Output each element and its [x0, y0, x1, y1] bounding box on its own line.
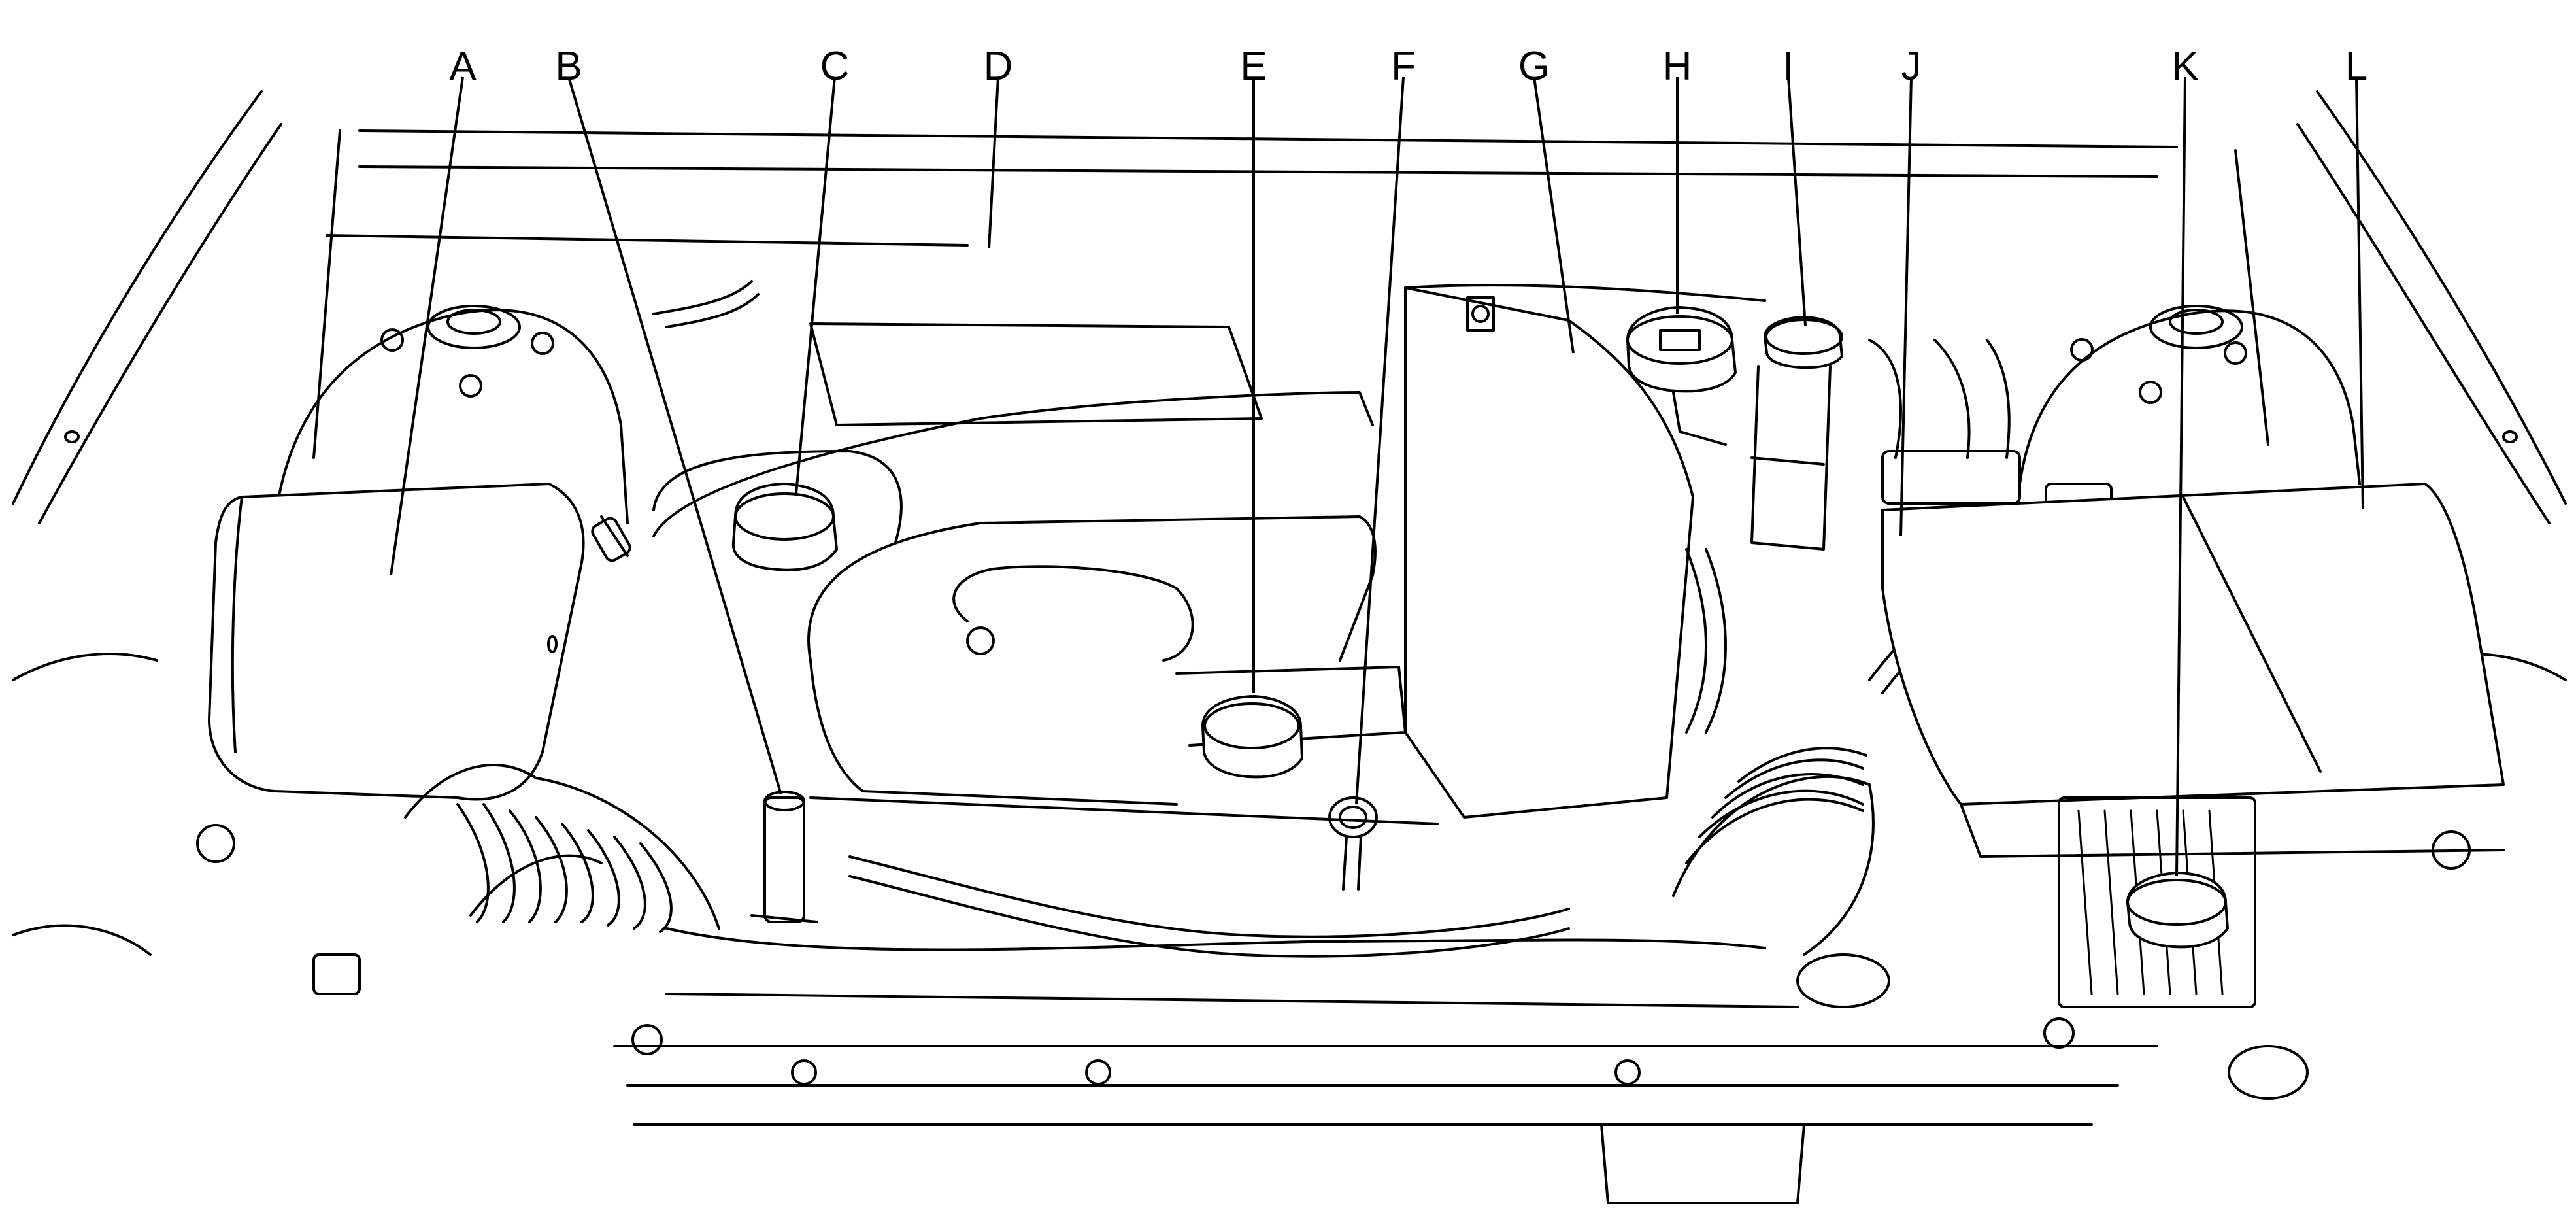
- callout-label-j: J: [1901, 44, 1922, 89]
- air-intake-duct-right: [1672, 747, 1875, 956]
- leader-line-f: [1355, 76, 1405, 805]
- leader-line-k: [2175, 76, 2186, 877]
- callout-label-b: B: [555, 44, 582, 89]
- callout-label-e: E: [1240, 44, 1267, 89]
- air-intake-duct-left: [404, 764, 720, 933]
- callout-label-h: H: [1663, 44, 1692, 89]
- left-fender: [12, 90, 282, 956]
- callout-label-a: A: [449, 44, 477, 89]
- air-cleaner-housing: [208, 483, 631, 801]
- callout-label-g: G: [1518, 44, 1550, 89]
- right-strut-tower: [2018, 305, 2361, 485]
- callout-label-d: D: [984, 44, 1013, 89]
- callout-label-f: F: [1391, 44, 1416, 89]
- callout-label-l: L: [2345, 44, 2367, 89]
- engine-cover-right: [1404, 286, 1694, 819]
- reservoir-cap-right: [1750, 316, 1843, 551]
- washer-reservoir: [2058, 796, 2256, 1008]
- leader-line-g: [1533, 76, 1575, 354]
- leader-line-j: [1899, 76, 1913, 537]
- callout-label-i: I: [1782, 44, 1794, 89]
- hoses-and-wiring: [196, 280, 2471, 1100]
- battery-box: [1881, 483, 2505, 858]
- leader-line-l: [2355, 76, 2364, 509]
- oil-fill-cap-left: [652, 450, 903, 571]
- coolant-pressure-cap: [1626, 306, 1737, 446]
- engine-bay-illustration: [12, 90, 2567, 1204]
- leader-line-b: [567, 76, 782, 795]
- transaxle-dipstick-tube: [750, 790, 818, 923]
- leader-line-c: [795, 76, 836, 494]
- dipstick-handle: [1328, 796, 1378, 891]
- left-strut-tower: [273, 305, 629, 524]
- engine-cover: [652, 322, 1439, 825]
- leader-line-d: [988, 76, 999, 249]
- leader-line-i: [1787, 76, 1807, 326]
- callout-label-k: K: [2171, 44, 2198, 89]
- radiator-support: [613, 927, 2158, 1204]
- leader-line-a: [390, 76, 464, 576]
- reservoir-cap-center: [1175, 666, 1407, 779]
- callout-labels: A B C D E F G H I J K L: [449, 44, 2367, 89]
- callout-label-c: C: [820, 44, 850, 89]
- callout-leader-lines: [390, 76, 2364, 877]
- cowl-panel: [312, 129, 2269, 459]
